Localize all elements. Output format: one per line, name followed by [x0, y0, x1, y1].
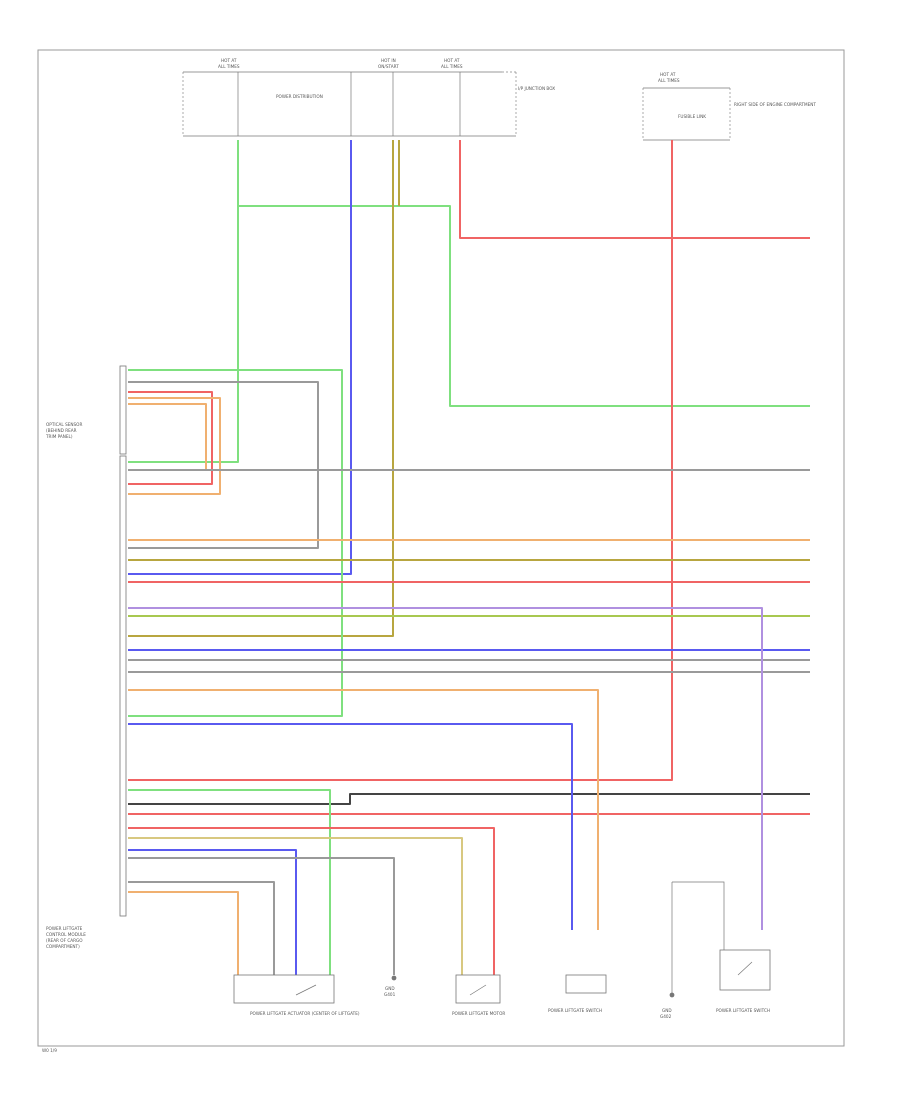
wire-violet-to-right: [128, 607, 763, 930]
wire-green-feed: [128, 140, 239, 463]
sensor-title-2: (BEHIND REAR: [46, 428, 77, 433]
figure-id: W0 1/9: [42, 1048, 57, 1053]
wire-orange-drop: [128, 689, 599, 930]
wire-gray-drop: [128, 857, 395, 975]
engine-compartment-label: RIGHT SIDE OF ENGINE COMPARTMENT: [734, 102, 816, 107]
ground-left-sub: G401: [384, 992, 396, 997]
wire-sensor-green: [128, 369, 343, 717]
control-module: OPTICAL SENSOR (BEHIND REAR TRIM PANEL) …: [45, 365, 127, 949]
wire-out-black: [128, 793, 810, 805]
liftgate-switch-right-label: POWER LIFTGATE SWITCH: [716, 1008, 770, 1013]
liftgate-motor-label: POWER LIFTGATE MOTOR: [452, 1011, 505, 1016]
wire-red-main: [128, 140, 673, 781]
fuse-far-hot-1: HOT AT: [660, 72, 676, 77]
liftgate-switch-center-label: POWER LIFTGATE SWITCH: [548, 1008, 602, 1013]
wire-orange-drop-2: [128, 891, 239, 975]
ground-left-label: GND: [385, 986, 395, 991]
fuse-right-hot-2: ALL TIMES: [441, 64, 463, 69]
wire-layer: [128, 140, 810, 975]
ground-right: GND G402: [660, 882, 675, 1019]
wire-green-branch: [238, 205, 810, 407]
wire-blue-drop-2: [128, 849, 297, 975]
wire-blue-drop: [128, 723, 573, 930]
fuse-left-hot-1: HOT AT: [221, 58, 237, 63]
wire-tan-drop: [128, 837, 463, 975]
sensor-title-3: TRIM PANEL): [45, 434, 73, 439]
wire-green-drop: [128, 789, 331, 975]
wire-gray-drop-2: [128, 881, 275, 975]
wire-blue-feed: [128, 140, 352, 575]
module-title-2: CONTROL MODULE: [46, 932, 86, 937]
ground-right-sub: G402: [660, 1014, 672, 1019]
fuse-box-group: HOT AT ALL TIMES POWER DISTRIBUTION HOT …: [182, 58, 816, 141]
wire-red-feed: [459, 140, 810, 239]
liftgate-motor: POWER LIFTGATE MOTOR: [452, 974, 505, 1016]
wire-olive-feed: [128, 140, 394, 637]
ground-left: GND G401: [384, 975, 397, 997]
wire-sensor-red: [128, 391, 213, 485]
fuse-far-hot-2: ALL TIMES: [658, 78, 680, 83]
wire-red-drop: [128, 827, 495, 975]
wire-sensor-gray: [128, 381, 319, 549]
module-title-4: COMPARTMENT): [46, 944, 80, 949]
ip-junction-box-label: I/P JUNCTION BOX: [518, 86, 555, 91]
fusible-link-label: FUSIBLE LINK: [678, 114, 706, 119]
module-title-1: POWER LIFTGATE: [46, 926, 83, 931]
wire-sensor-orange: [128, 397, 221, 495]
fuse-left-hot-2: ALL TIMES: [218, 64, 240, 69]
power-distribution-label: POWER DISTRIBUTION: [276, 94, 323, 99]
ground-right-label: GND: [662, 1008, 672, 1013]
wire-sensor-orange-2: [128, 403, 207, 471]
module-title-3: (REAR OF CARGO: [46, 938, 83, 943]
latch-actuator-label: POWER LIFTGATE ACTUATOR (CENTER OF LIFTG…: [250, 1011, 360, 1016]
sensor-title-1: OPTICAL SENSOR: [46, 422, 82, 427]
latch-actuator: POWER LIFTGATE ACTUATOR (CENTER OF LIFTG…: [233, 974, 360, 1016]
liftgate-switch-center: POWER LIFTGATE SWITCH: [548, 974, 607, 1013]
fuse-mid-hot-2: ON/START: [378, 64, 399, 69]
diagram-frame: [37, 49, 845, 1047]
fuse-mid-hot-1: HOT IN: [381, 58, 396, 63]
fuse-right-hot-1: HOT AT: [444, 58, 460, 63]
liftgate-switch-right: POWER LIFTGATE SWITCH: [672, 881, 771, 1013]
